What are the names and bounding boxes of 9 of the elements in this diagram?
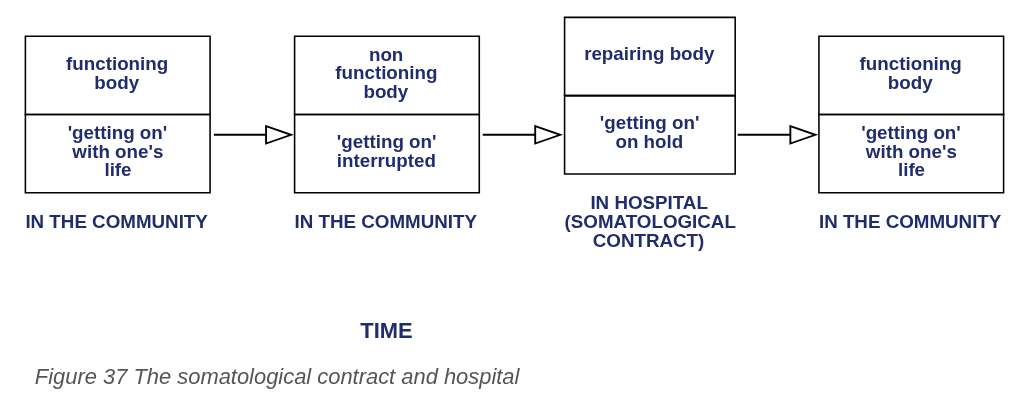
caption: Figure 37 The somatological contract and hospital	[34, 363, 520, 389]
node-label: IN THE COMMUNITY	[25, 211, 208, 233]
arrow	[481, 124, 564, 145]
label: TIME	[360, 317, 413, 343]
node-label: IN THE COMMUNITY	[294, 211, 478, 233]
arrow	[736, 124, 819, 145]
node-label: IN THE COMMUNITY	[818, 211, 1002, 233]
arrow	[212, 124, 294, 145]
node-label: IN HOSPITAL (SOMATOLOGICAL CONTRACT)	[564, 192, 736, 251]
